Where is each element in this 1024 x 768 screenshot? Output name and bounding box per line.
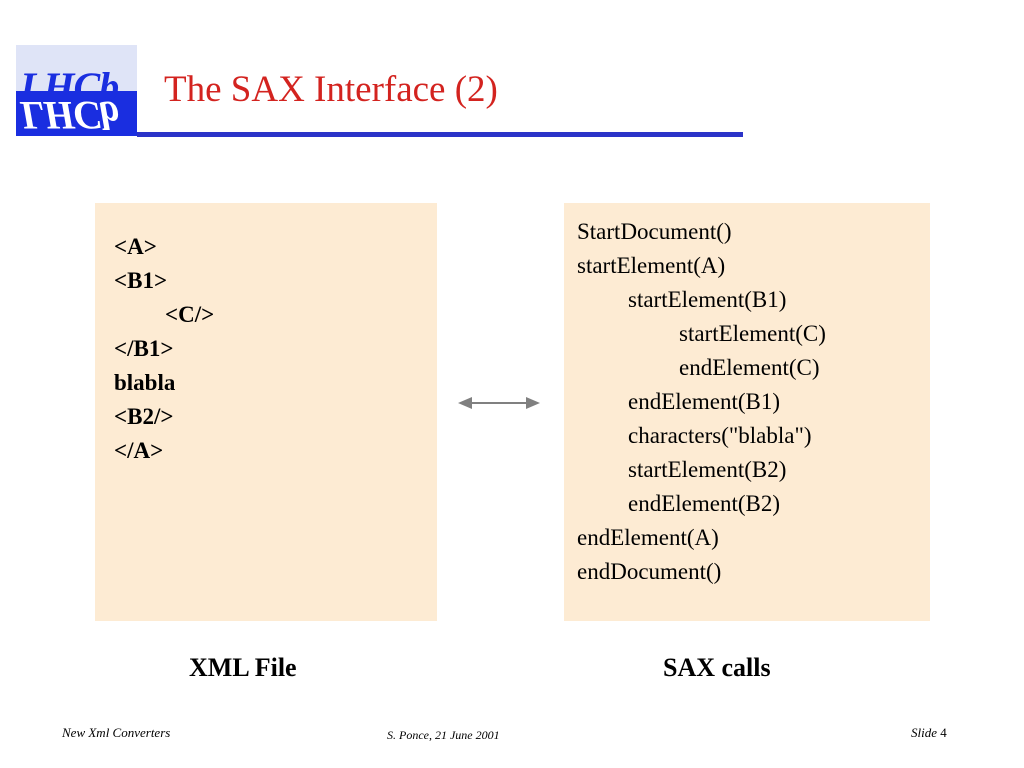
footer-author-date: S. Ponce, 21 June 2001 — [387, 728, 500, 742]
xml-line: </B1> — [114, 336, 174, 361]
double-arrow-icon — [458, 397, 540, 409]
xml-line: blabla — [114, 370, 176, 395]
lhcb-logo: LHCb LHCb — [16, 45, 137, 136]
sax-line: startElement(B1) — [628, 287, 787, 312]
xml-line: <B1> — [114, 268, 168, 293]
sax-line: endElement(B2) — [628, 491, 781, 516]
sax-line: startElement(A) — [577, 253, 726, 278]
slide-label: Slide — [911, 725, 937, 740]
xml-file-caption: XML File — [189, 653, 297, 682]
logo-light-band — [16, 45, 137, 91]
sax-line: startElement(B2) — [628, 457, 787, 482]
sax-line: startElement(C) — [679, 321, 826, 346]
slide-title: The SAX Interface (2) — [164, 69, 498, 110]
xml-line: <A> — [114, 234, 157, 259]
xml-line: <C/> — [165, 302, 215, 327]
sax-line: StartDocument() — [577, 219, 732, 244]
xml-file-panel: <A> <B1> <C/> </B1> blabla <B2/> </A> — [95, 203, 437, 621]
sax-line: endDocument() — [577, 559, 722, 584]
footer-presentation-title: New Xml Converters — [62, 725, 171, 740]
sax-line: characters("blabla") — [628, 423, 812, 448]
sax-calls-caption: SAX calls — [663, 653, 771, 682]
logo-text: LHCb — [20, 64, 119, 109]
sax-calls-panel: StartDocument() startElement(A) startEle… — [564, 203, 930, 621]
xml-line: <B2/> — [114, 404, 174, 429]
sax-line: endElement(C) — [679, 355, 820, 380]
footer-slide-number: Slide 4 — [911, 723, 947, 743]
title-underline — [137, 132, 743, 137]
slide-number: 4 — [940, 725, 947, 740]
sax-line: endElement(B1) — [628, 389, 781, 414]
sax-line: endElement(A) — [577, 525, 719, 550]
xml-line: </A> — [114, 438, 164, 463]
